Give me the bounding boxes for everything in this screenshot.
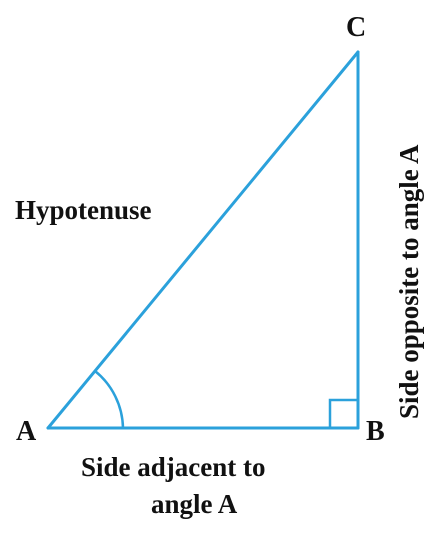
vertex-b-label: B [366,416,385,447]
opposite-side-label: Side opposite to angle A [394,144,424,419]
vertex-a-label: A [16,416,37,447]
hypotenuse-line [46,50,360,430]
hypotenuse-label: Hypotenuse [15,195,152,225]
vertex-c-label: C [346,12,366,43]
angle-a-arc [94,370,125,429]
adjacent-side-label-line1: Side adjacent to [81,452,266,482]
right-angle-marker [328,398,358,428]
adjacent-side-label-line2: angle A [151,489,238,519]
